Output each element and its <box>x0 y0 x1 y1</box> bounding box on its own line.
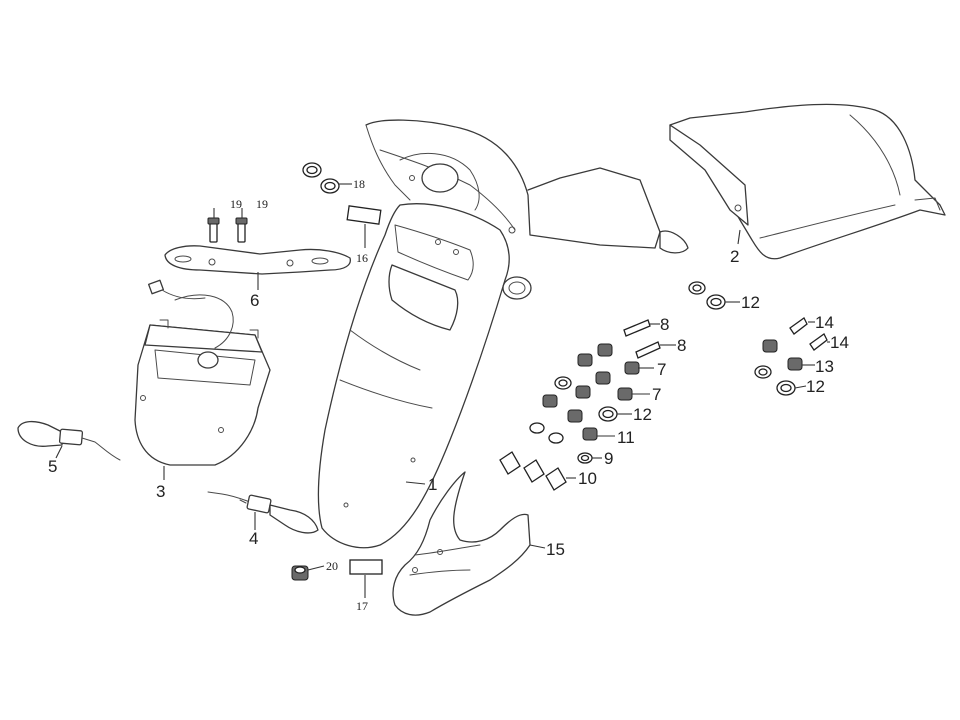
left-turn-signal-part <box>17 420 121 461</box>
leader-lines <box>55 183 830 598</box>
callout-7a: 7 <box>657 360 666 379</box>
callout-12b: 12 <box>633 405 652 424</box>
callout-17: 17 <box>356 599 368 613</box>
callout-8a: 8 <box>660 315 669 334</box>
callout-11: 11 <box>617 428 635 447</box>
rear-fender-part <box>317 119 689 549</box>
right-turn-signal-part <box>207 491 319 534</box>
callout-2: 2 <box>730 247 739 266</box>
callout-10: 10 <box>578 469 597 488</box>
callout-1: 1 <box>428 475 437 494</box>
callout-6: 6 <box>250 291 259 310</box>
callout-19b: 19 <box>256 197 268 211</box>
tail-light-part <box>134 279 271 466</box>
mud-guard-part <box>392 471 531 616</box>
callout-4: 4 <box>249 529 258 548</box>
callout-12c: 12 <box>806 377 825 396</box>
inner-cover-part <box>669 103 946 260</box>
callout-15: 15 <box>546 540 565 559</box>
callout-12a: 12 <box>741 293 760 312</box>
callout-14a: 14 <box>815 313 834 332</box>
callout-8b: 8 <box>677 336 686 355</box>
callout-numbers: 1 2 3 4 5 6 7 7 8 8 9 10 11 12 12 12 13 … <box>48 177 849 613</box>
license-bracket-part <box>164 245 351 275</box>
callout-14b: 14 <box>830 333 849 352</box>
callout-13: 13 <box>815 357 834 376</box>
callout-3: 3 <box>156 482 165 501</box>
callout-5: 5 <box>48 457 57 476</box>
callout-18: 18 <box>353 177 365 191</box>
callout-19a: 19 <box>230 197 242 211</box>
callout-9: 9 <box>604 449 613 468</box>
callout-20: 20 <box>326 559 338 573</box>
callout-16: 16 <box>356 251 368 265</box>
callout-7b: 7 <box>652 385 661 404</box>
